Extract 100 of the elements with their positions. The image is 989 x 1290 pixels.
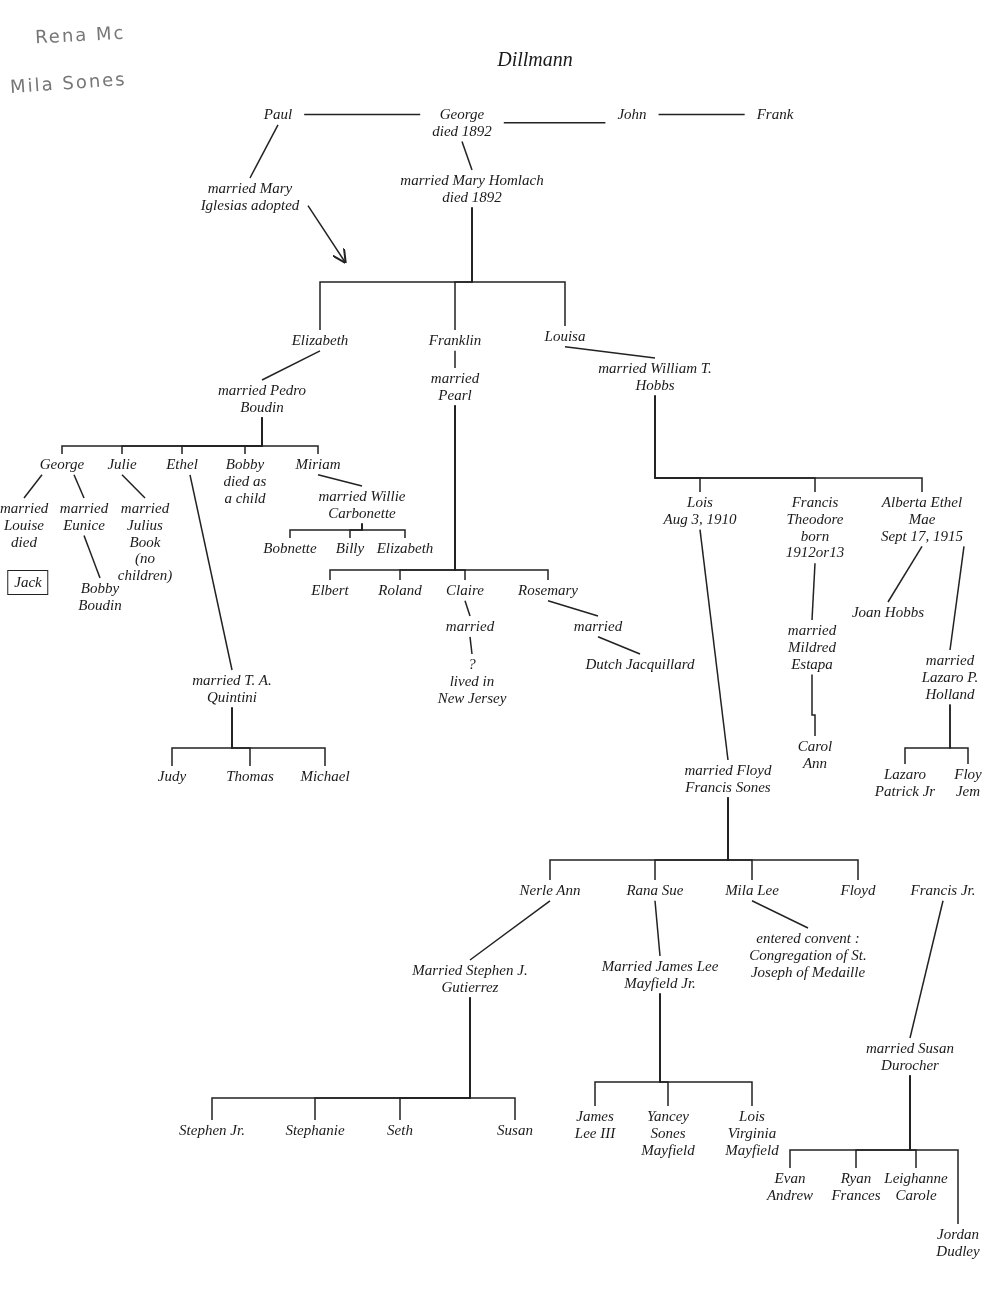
family-text: married Susan Durocher [855,1040,965,1074]
family-text: married Willie Carbonette [302,488,422,522]
family-line [659,992,753,1107]
family-text: married T. A. Quintini [177,672,287,706]
family-text: Elizabeth [376,540,434,557]
family-text: Rosemary [518,582,578,599]
family-text: Floyd [840,882,876,899]
family-line [909,900,944,1039]
family-text: Carol Ann [785,738,845,772]
family-line [461,140,473,171]
family-line [83,534,101,579]
family-line [909,1074,959,1225]
family-text: Lazaro Patrick Jr [870,766,940,800]
family-note: died 1892 [432,122,492,140]
family-text: Mila Lee [725,882,779,899]
family-line [454,350,456,369]
family-text: Floy Jem [948,766,988,800]
family-line [564,346,656,359]
family-line [503,122,607,124]
family-text: Jordan Dudley [930,1226,986,1260]
family-text: married Floyd Francis Sones [668,762,788,796]
family-text: Joan Hobbs [851,604,925,621]
family-text: married Pearl [420,370,490,404]
family-text: Francis Jr. [910,882,976,899]
family-text: married Mildred Estapa [767,622,857,673]
handwritten-note: Rena Mc [34,21,126,48]
family-text: Evan Andrew [760,1170,820,1204]
family-line [727,796,859,881]
family-name: Lois [686,494,714,511]
family-text: Ethel [166,456,198,473]
family-line [317,474,363,487]
family-text: Leighanne Carole [883,1170,949,1204]
family-text: John [617,106,647,123]
family-text: Nerle Ann [519,882,581,899]
family-text: Stephen Jr. [179,1122,245,1139]
family-text: Frank [756,106,794,123]
family-note: born 1912or13 [784,527,846,562]
family-line [231,706,326,767]
family-line [949,703,969,765]
family-line [657,113,746,116]
family-text: Paul [263,106,293,123]
family-line [469,996,516,1121]
family-text: George [39,456,85,473]
family-text: entered convent : Congregation of St. Joseph of Medaille [743,930,873,981]
handwritten-note: Mila Sones [9,67,128,98]
family-text: Roland [378,582,422,599]
family-line [469,636,473,655]
family-text: Louisa [544,328,586,345]
family-text: married [573,618,623,635]
family-text: Bobnette [263,540,317,557]
family-text: married Pedro Boudin [207,382,317,416]
family-line [121,474,146,499]
family-note: died as a child [222,472,268,507]
family-name: George [438,106,486,123]
family-note: Sept 17, 1915 [879,527,965,545]
title: Dillmann [497,48,573,71]
family-text: married [445,618,495,635]
family-text: married Mary Iglesias adopted [195,180,305,214]
family-name: married Mary Homlach [400,172,544,189]
family-note: died 1892 [441,188,503,206]
family-text: Elbert [311,582,349,599]
arrow [307,204,347,265]
family-line [811,673,816,737]
family-text: Yancey Sones Mayfield [630,1108,706,1159]
family-text: Miriam [295,456,341,473]
family-text: James Lee III [567,1108,623,1142]
family-text: Thomas [226,768,274,785]
family-line [464,600,471,617]
family-line [949,545,965,651]
family-text: Franklin [428,332,482,349]
family-line [547,600,599,617]
family-text: married Louise died [0,500,48,551]
family-line [73,474,85,499]
family-line [887,545,923,603]
family-line [469,900,551,961]
family-text: Julie [107,456,137,473]
family-line [361,522,406,539]
family-text: Judy [157,768,187,785]
family-text: married William T. Hobbs [590,360,720,394]
family-line [751,900,809,929]
family-name: married Julius Book [119,500,171,551]
family-text: Married Stephen J. Gutierrez [385,962,555,996]
family-line [23,474,43,499]
family-text: Susan [497,1122,533,1139]
family-text: married Lazaro P. Holland [915,652,985,703]
family-name: Bobby [224,456,266,473]
family-note: lived in New Jersey [437,672,507,707]
family-line [261,416,319,455]
family-text: Seth [387,1122,413,1139]
family-text: Rana Sue [626,882,684,899]
family-line [699,528,729,761]
boxed-name: Jack [7,570,49,595]
family-line [597,636,641,655]
family-line [249,124,279,179]
family-line [303,113,421,116]
family-text: Lois Virginia Mayfield [714,1108,790,1159]
family-text: Married James Lee Mayfield Jr. [590,958,730,992]
family-text: Claire [446,582,484,599]
family-line [454,404,549,581]
family-line [811,562,816,621]
